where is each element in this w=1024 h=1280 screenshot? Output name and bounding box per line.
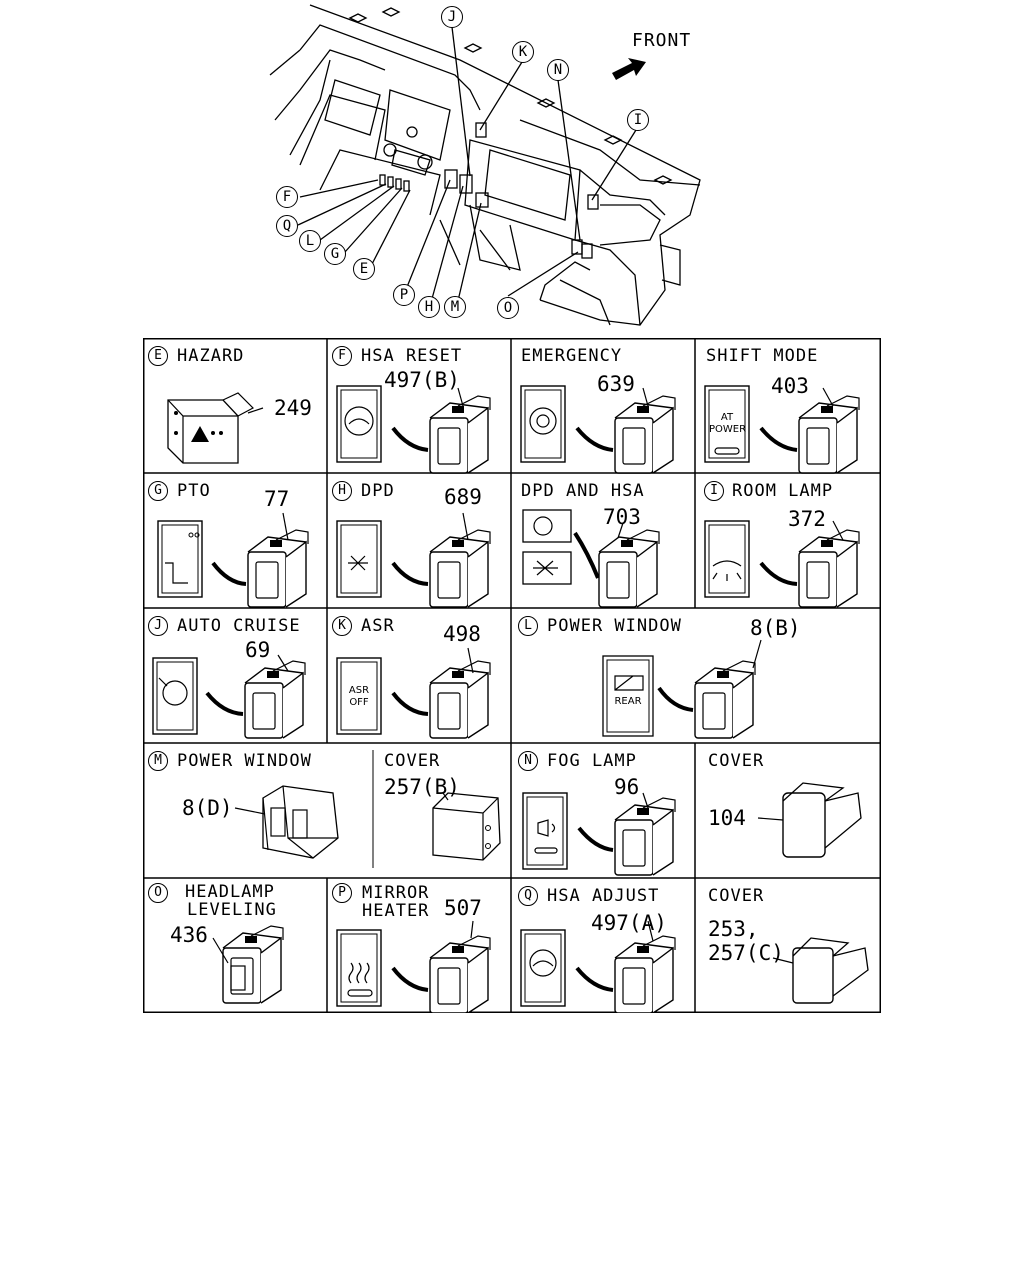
hsa-reset-drawing [336,385,491,474]
power-window-l-part-number: 8(B) [750,616,801,640]
asr-face-label-1: ASR [348,685,370,696]
cover-104-drawing [757,782,862,858]
callout-n: N [547,59,569,81]
auto-cruise-part-number: 69 [245,638,271,662]
letter-h-badge: H [332,481,352,501]
cover-257b-title: COVER [384,751,441,771]
letter-j-badge: J [148,616,168,636]
power-window-l-face-label: REAR [614,696,642,707]
dashboard-drawing [269,4,701,326]
mirror-heater-title-line1: MIRROR [362,883,430,903]
callout-j: J [441,6,463,28]
headlamp-leveling-drawing [212,925,284,1004]
power-window-m-title: POWER WINDOW [177,751,312,771]
emergency-drawing [520,385,676,474]
headlamp-leveling-part-number: 436 [170,923,208,947]
asr-face-label-2: OFF [349,697,369,708]
callout-i: I [627,109,649,131]
auto-cruise-title: AUTO CRUISE [177,616,301,636]
dashboard-illustration: FRONT J K N I F Q L G E P H M O [0,0,1024,330]
hazard-part-number: 249 [274,396,312,420]
cover-257b-drawing [432,792,501,861]
power-window-l-title: POWER WINDOW [547,616,682,636]
hsa-reset-title: HSA RESET [361,346,463,366]
letter-f-badge: F [332,346,352,366]
shift-mode-face-label-1: AT [720,412,734,423]
letter-g-badge: G [148,481,168,501]
asr-title: ASR [361,616,395,636]
asr-part-number: 498 [443,622,481,646]
callout-m: M [444,296,466,318]
dpd-drawing [336,512,491,608]
room-lamp-drawing [704,520,860,608]
emergency-part-number: 639 [597,372,635,396]
letter-o-badge: O [148,883,168,903]
cover-104-part-number: 104 [708,806,746,830]
letter-q-badge: Q [518,886,538,906]
callout-q: Q [276,215,298,237]
power-window-m-part-number: 8(D) [182,796,233,820]
headlamp-leveling-title-line2: LEVELING [187,900,277,920]
auto-cruise-drawing [152,654,306,739]
emergency-title: EMERGENCY [521,346,623,366]
pto-part-number: 77 [264,487,290,511]
cover-257b-part-number: 257(B) [384,775,460,799]
cover-253-drawing [772,937,869,1004]
room-lamp-part-number: 372 [788,507,826,531]
hsa-adjust-part-number: 497(A) [591,911,667,935]
power-window-m-drawing [234,785,339,859]
letter-n-badge: N [518,751,538,771]
dpd-hsa-part-number: 703 [603,505,641,529]
hsa-reset-part-number: 497(B) [384,368,460,392]
letter-k-badge: K [332,616,352,636]
mirror-heater-title-line2: HEATER [362,901,430,921]
asr-drawing [336,647,491,739]
callout-l: L [299,230,321,252]
fog-lamp-title: FOG LAMP [547,751,637,771]
hsa-adjust-drawing [520,920,676,1013]
shift-mode-face-label-2: POWER [709,424,747,435]
shift-mode-drawing [704,385,860,474]
callout-h: H [418,296,440,318]
cover-104-title: COVER [708,751,765,771]
parts-grid: E HAZARD 249 F HSA RESET 497(B) EMERGENC… [143,338,881,1013]
callout-k: K [512,41,534,63]
dpd-hsa-title: DPD AND HSA [521,481,645,501]
callout-p: P [393,284,415,306]
front-arrow-icon [612,58,646,80]
pto-title: PTO [177,481,211,501]
dpd-part-number: 689 [444,485,482,509]
cover-253-title: COVER [708,886,765,906]
shift-mode-part-number: 403 [771,374,809,398]
pto-drawing [157,512,309,608]
hsa-adjust-title: HSA ADJUST [547,886,660,906]
shift-mode-title: SHIFT MODE [706,346,819,366]
grid-lines [143,338,881,1013]
callout-g: G [324,243,346,265]
cover-253-part-number-line1: 253, [708,917,759,941]
letter-e-badge: E [148,346,168,366]
cover-253-part-number-line2: 257(C) [708,941,784,965]
headlamp-leveling-title-line1: HEADLAMP [185,882,275,902]
callout-o: O [497,297,519,319]
letter-l-badge: L [518,616,538,636]
power-window-l-drawing [602,639,762,739]
letter-i-badge: I [704,481,724,501]
dpd-title: DPD [361,481,395,501]
front-label: FRONT [632,30,692,51]
letter-m-badge: M [148,751,168,771]
dpd-hsa-drawing [522,509,660,608]
hazard-switch-drawing [167,392,264,464]
fog-lamp-drawing [522,792,676,876]
letter-p-badge: P [332,883,352,903]
callout-f: F [276,186,298,208]
mirror-heater-part-number: 507 [444,896,482,920]
hazard-title: HAZARD [177,346,245,366]
fog-lamp-part-number: 96 [614,775,640,799]
room-lamp-title: ROOM LAMP [732,481,834,501]
callout-e: E [353,258,375,280]
mirror-heater-drawing [336,920,491,1013]
